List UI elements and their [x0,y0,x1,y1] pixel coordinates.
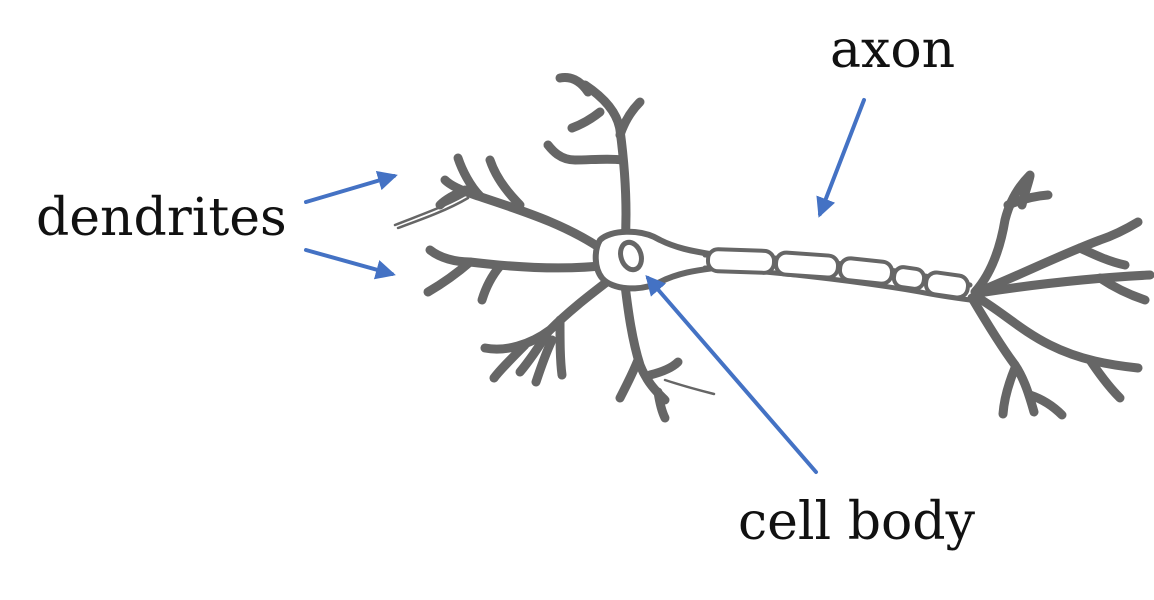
dendrites-label: dendrites [36,188,287,248]
axon-shaft [702,247,973,303]
axon-terminals [967,170,1154,420]
myelin-sheaths [705,247,971,300]
thin-dendrite-wires [393,190,716,396]
dendrite-branches [423,73,683,423]
axon-label: axon [830,20,956,80]
cell-body-label: cell body [738,492,975,552]
cell-body-arrow [645,274,818,474]
pointer-arrows [304,98,866,474]
dendrites-arrow-upper [304,170,398,204]
dendrites-arrow-lower [304,248,396,280]
neuron-illustration [393,73,1154,423]
axon-arrow [816,98,866,218]
cell-body-soma [592,228,718,292]
nucleus [618,239,644,273]
